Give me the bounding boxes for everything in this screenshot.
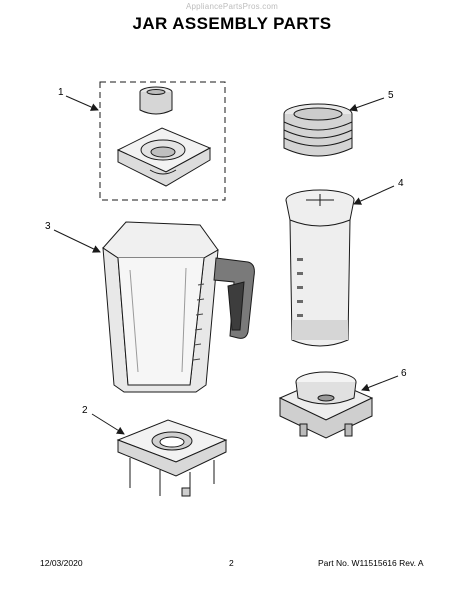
leader-2 — [91, 413, 125, 435]
footer-date: 12/03/2020 — [40, 558, 83, 568]
part-3-blender-jar — [102, 221, 255, 393]
part-4-personal-jar — [285, 189, 355, 347]
footer-part-number: Part No. W11515616 Rev. A — [318, 558, 424, 568]
callout-5: 5 — [388, 90, 394, 101]
footer-page-number: 2 — [229, 558, 234, 568]
part-2-jar-base — [116, 419, 228, 497]
leader-4 — [353, 185, 395, 205]
watermark: AppliancePartsPros.com — [186, 2, 278, 11]
callout-4: 4 — [398, 178, 404, 189]
leader-6 — [361, 375, 399, 392]
part-6-blade-base — [278, 371, 374, 439]
leader-lines — [53, 95, 399, 435]
callout-1: 1 — [58, 87, 64, 98]
part-1-dashed-box — [99, 81, 226, 201]
callout-6: 6 — [401, 368, 407, 379]
part-5-personal-jar-lid — [283, 103, 353, 157]
leader-5 — [349, 97, 385, 112]
callout-2: 2 — [82, 405, 88, 416]
page-title: JAR ASSEMBLY PARTS — [132, 14, 332, 33]
leader-1 — [65, 95, 99, 111]
callout-3: 3 — [45, 221, 51, 232]
leader-3 — [53, 229, 101, 253]
part-1-lid-assembly — [99, 81, 226, 201]
